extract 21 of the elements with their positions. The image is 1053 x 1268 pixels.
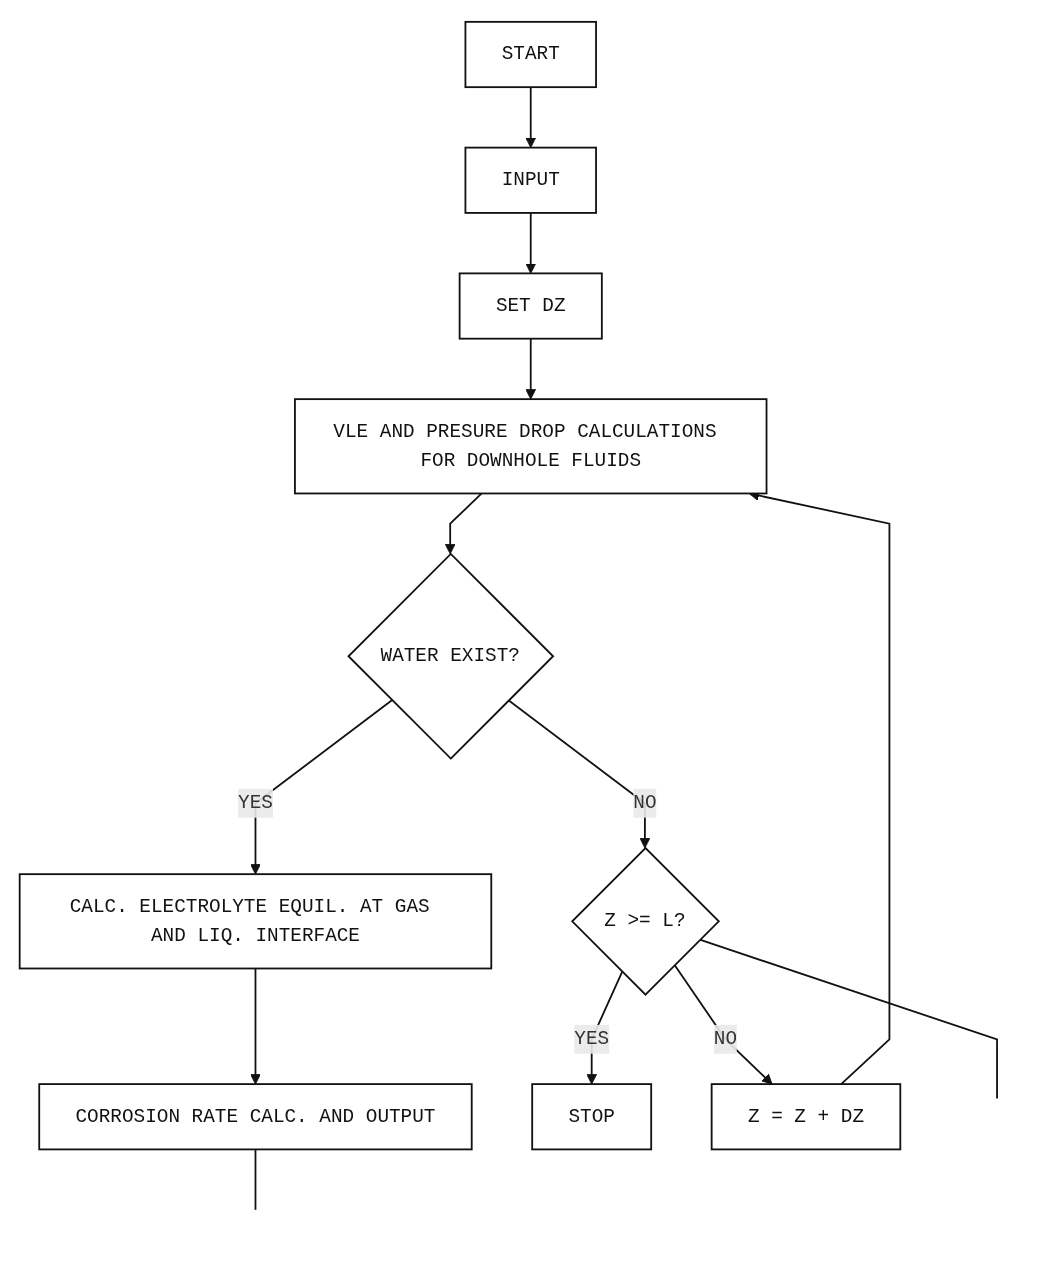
node-box: Z = Z + DZ: [710, 1083, 902, 1151]
edge-label: YES: [238, 792, 273, 815]
arrow: [673, 964, 773, 1085]
node-box: SET DZ: [458, 272, 603, 340]
arrow: [525, 86, 537, 149]
node-diamond: Z >= L?: [570, 846, 721, 996]
edge-label: NO: [713, 1028, 738, 1051]
arrow: [525, 212, 537, 274]
node-box: CORROSION RATE CALC. AND OUTPUT: [38, 1083, 473, 1151]
node-box: START: [464, 20, 597, 89]
arrow: [250, 967, 261, 1085]
edge-label: YES: [574, 1028, 610, 1051]
node-diamond: WATER EXIST?: [347, 552, 555, 760]
edge-label: NO: [633, 792, 657, 815]
connector: [254, 1148, 257, 1211]
node-box: CALC. ELECTROLYTE EQUIL. AT GAS AND LIQ. INTERFACE: [18, 873, 493, 970]
node-box: STOP: [531, 1083, 653, 1151]
arrow: [525, 337, 537, 400]
arrow: [444, 492, 483, 555]
node-box: INPUT: [464, 146, 597, 214]
node-box: VLE AND PRESURE DROP CALCULATIONS FOR DOWNHOLE FLUIDS: [294, 398, 768, 495]
